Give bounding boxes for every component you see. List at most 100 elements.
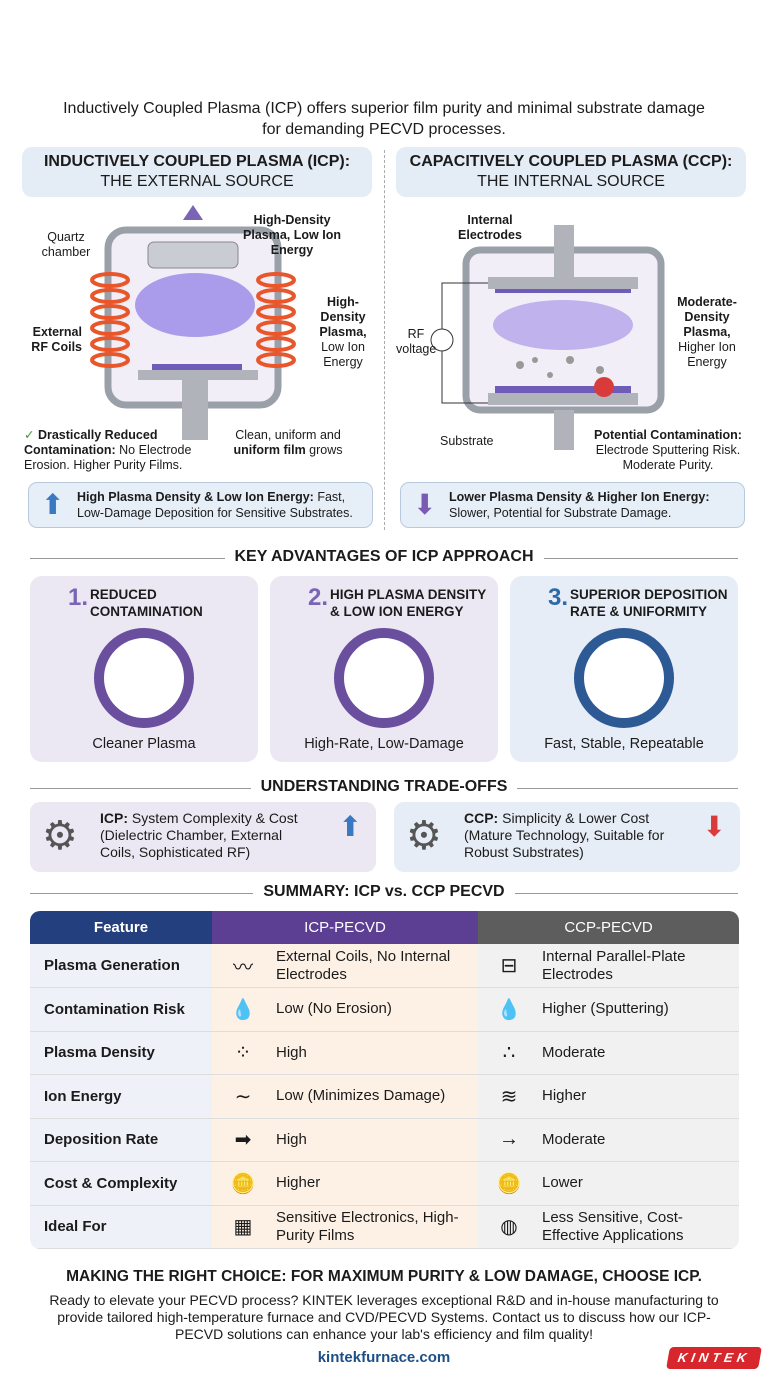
rf-label: RF voltage bbox=[396, 327, 437, 356]
page-subtitle: PURITY & LOW DAMAGE FOR SENSITIVE APPLIC… bbox=[67, 47, 701, 73]
table-row: Ion Energy ∼Low (Minimizes Damage) ≋High… bbox=[30, 1074, 739, 1119]
table-row: Cost & Complexity 🪙Higher 🪙Lower bbox=[30, 1161, 739, 1206]
cost-down-icon: ⬇ bbox=[702, 811, 726, 842]
feature-cell: Deposition Rate bbox=[30, 1118, 212, 1162]
sparse-dots-icon: ∴ bbox=[502, 1042, 516, 1065]
check-icon: ✓ bbox=[24, 428, 35, 442]
dense-dots-icon: ⁘ bbox=[234, 1042, 252, 1065]
ccp-plasma-label: Moderate-Density Plasma, Higher Ion Ener… bbox=[677, 295, 737, 369]
header: WHY ICP FOR PECVD? PURITY & LOW DAMAGE F… bbox=[0, 0, 768, 90]
error-x-icon bbox=[594, 377, 614, 397]
table-row: Deposition Rate ➡High →Moderate bbox=[30, 1118, 739, 1162]
thin-arrow-icon: → bbox=[499, 1128, 519, 1151]
quartz-label: Quartz chamber bbox=[41, 230, 91, 259]
column-divider bbox=[384, 150, 385, 530]
ccp-contamination-note: Potential Contamination: Electrode Sputt… bbox=[594, 428, 742, 472]
feature-cell: Plasma Density bbox=[30, 1031, 212, 1075]
icp-cell: 🪙Higher bbox=[212, 1161, 478, 1206]
ccp-cell: ≋Higher bbox=[478, 1074, 739, 1119]
low-wave-icon: ∼ bbox=[234, 1085, 252, 1108]
film-label: Clean, uniform and uniform film grows bbox=[233, 428, 343, 457]
ccp-cell: ◍Less Sensitive, Cost-Effective Applicat… bbox=[478, 1205, 739, 1249]
gas-arrow-icon bbox=[183, 205, 203, 220]
footer-body: Ready to elevate your PECVD process? KIN… bbox=[49, 1292, 719, 1342]
icp-cell: 〰External Coils, No Internal Electrodes bbox=[212, 944, 478, 988]
clean-drop-icon: 💧 bbox=[230, 998, 256, 1021]
icp-chamber-diagram bbox=[90, 205, 296, 440]
electrodes-label: Internal Electrodes bbox=[458, 213, 522, 242]
icp-tradeoff: ⚙ ICP: System Complexity & Cost (Dielect… bbox=[30, 802, 376, 872]
high-wave-icon: ≋ bbox=[500, 1085, 518, 1108]
icp-title: INDUCTIVELY COUPLED PLASMA (ICP): bbox=[43, 153, 351, 170]
arrow-down-icon: ⬇ bbox=[413, 489, 437, 520]
header-feature: Feature bbox=[30, 911, 212, 944]
top-electrode bbox=[488, 277, 638, 289]
coins-stack-icon: 🪙 bbox=[230, 1172, 256, 1195]
feature-cell: Ion Energy bbox=[30, 1074, 212, 1119]
table-row: Contamination Risk 💧Low (No Erosion) 💧Hi… bbox=[30, 987, 739, 1032]
advantage-card: 3.SUPERIOR DEPOSITION RATE & UNIFORMITY … bbox=[510, 576, 738, 762]
ccp-cell: 💧Higher (Sputtering) bbox=[478, 987, 739, 1032]
dense-plasma-icon bbox=[334, 628, 434, 728]
coil-icon: 〰 bbox=[233, 957, 253, 979]
cost-up-icon: ⬆ bbox=[338, 811, 362, 842]
film bbox=[152, 364, 242, 370]
summary-heading: SUMMARY: ICP vs. CCP PECVD bbox=[30, 883, 738, 903]
table-row: Ideal For ▦Sensitive Electronics, High-P… bbox=[30, 1205, 739, 1249]
advantage-card: 1.REDUCED CONTAMINATION Cleaner Plasma bbox=[30, 576, 258, 762]
icp-summary-note: ⬆ High Plasma Density & Low Ion Energy: … bbox=[28, 482, 373, 528]
plasma bbox=[493, 300, 633, 350]
contamination-note: ✓ Drastically Reduced Contamination: No … bbox=[24, 428, 192, 472]
dirty-drop-icon: 💧 bbox=[496, 998, 522, 1021]
plasma-cloud bbox=[135, 273, 255, 337]
icp-cell: ➡High bbox=[212, 1118, 478, 1162]
feature-cell: Ideal For bbox=[30, 1205, 212, 1249]
footer-headline: MAKING THE RIGHT CHOICE: FOR MAXIMUM PUR… bbox=[66, 1268, 702, 1285]
ccp-summary-note: ⬇ Lower Plasma Density & Higher Ion Ener… bbox=[400, 482, 745, 528]
ccp-cell: ∴Moderate bbox=[478, 1031, 739, 1075]
thick-arrow-icon: ➡ bbox=[234, 1129, 252, 1152]
gas-inlet bbox=[147, 241, 239, 269]
wafer-icon: ◍ bbox=[500, 1216, 518, 1239]
rf-source-icon bbox=[430, 328, 454, 352]
arrow-up-icon: ⬆ bbox=[41, 489, 65, 520]
intro-text: Inductively Coupled Plasma (ICP) offers … bbox=[63, 100, 705, 138]
plasma-top-label: High-Density Plasma, Low Ion Energy bbox=[243, 213, 341, 257]
ccp-cell: ⊟Internal Parallel-Plate Electrodes bbox=[478, 944, 739, 988]
uniform-film-icon bbox=[574, 628, 674, 728]
advantages-heading: KEY ADVANTAGES OF ICP APPROACH bbox=[30, 548, 738, 568]
ccp-chamber-diagram bbox=[430, 225, 665, 450]
header-icp: ICP-PECVD bbox=[212, 911, 478, 944]
coils-label: External RF Coils bbox=[31, 325, 82, 354]
website-link[interactable]: kintekfurnace.com bbox=[317, 1349, 451, 1366]
tradeoffs-heading: UNDERSTANDING TRADE-OFFS bbox=[30, 778, 738, 798]
header-ccp: CCP-PECVD bbox=[478, 911, 739, 944]
clean-wafer-icon bbox=[94, 628, 194, 728]
gear-icon: ⚙ bbox=[406, 814, 442, 858]
feature-cell: Cost & Complexity bbox=[30, 1161, 212, 1206]
coins-small-icon: 🪙 bbox=[496, 1172, 522, 1195]
icp-heading: INDUCTIVELY COUPLED PLASMA (ICP): THE EX… bbox=[22, 147, 372, 197]
substrate-holder bbox=[138, 370, 258, 380]
ccp-cell: 🪙Lower bbox=[478, 1161, 739, 1206]
summary-table: Feature ICP-PECVD CCP-PECVD Plasma Gener… bbox=[30, 911, 739, 1249]
advantage-card: 2.HIGH PLASMA DENSITY & LOW ION ENERGY H… bbox=[270, 576, 498, 762]
icp-subtitle: THE EXTERNAL SOURCE bbox=[100, 173, 294, 190]
icp-cell: ⁘High bbox=[212, 1031, 478, 1075]
ccp-tradeoff: ⚙ CCP: Simplicity & Lower Cost (Mature T… bbox=[394, 802, 740, 872]
plasma-right-label: High-Density Plasma, Low Ion Energy bbox=[319, 295, 367, 369]
icp-cell: ▦Sensitive Electronics, High-Purity Film… bbox=[212, 1205, 478, 1249]
table-row: Plasma Generation 〰External Coils, No In… bbox=[30, 944, 739, 988]
rf-coils-icon bbox=[90, 272, 296, 368]
ccp-heading: CAPACITIVELY COUPLED PLASMA (CCP): THE I… bbox=[396, 147, 746, 197]
substrate-label: Substrate bbox=[440, 434, 494, 448]
electrodes-icon: ⊟ bbox=[500, 955, 518, 977]
ccp-cell: →Moderate bbox=[478, 1118, 739, 1162]
bottom-electrode bbox=[488, 393, 638, 405]
solar-panel-icon: ▦ bbox=[233, 1216, 253, 1239]
ccp-title: CAPACITIVELY COUPLED PLASMA (CCP): bbox=[409, 153, 733, 170]
kintek-logo: KINTEK bbox=[666, 1347, 762, 1369]
feature-cell: Plasma Generation bbox=[30, 944, 212, 988]
icp-cell: ∼Low (Minimizes Damage) bbox=[212, 1074, 478, 1119]
feature-cell: Contamination Risk bbox=[30, 987, 212, 1032]
